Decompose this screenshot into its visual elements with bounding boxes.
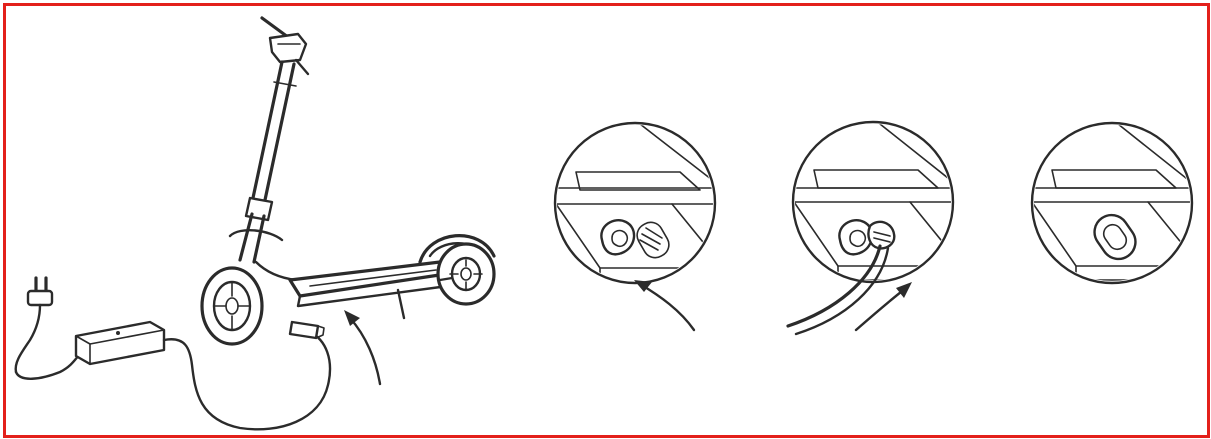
dc-cable bbox=[164, 332, 330, 429]
scooter-icon bbox=[202, 18, 494, 344]
plug-icon bbox=[16, 278, 52, 372]
arrow-icon bbox=[344, 310, 380, 384]
step-1-cover-open-detail bbox=[555, 123, 720, 330]
dc-connector-icon bbox=[290, 322, 324, 338]
step-2-cable-inserted-detail bbox=[788, 122, 958, 334]
step-3-cover-closed-detail bbox=[1032, 123, 1196, 283]
ac-cable bbox=[16, 354, 80, 379]
charger-adapter-icon bbox=[76, 322, 164, 364]
